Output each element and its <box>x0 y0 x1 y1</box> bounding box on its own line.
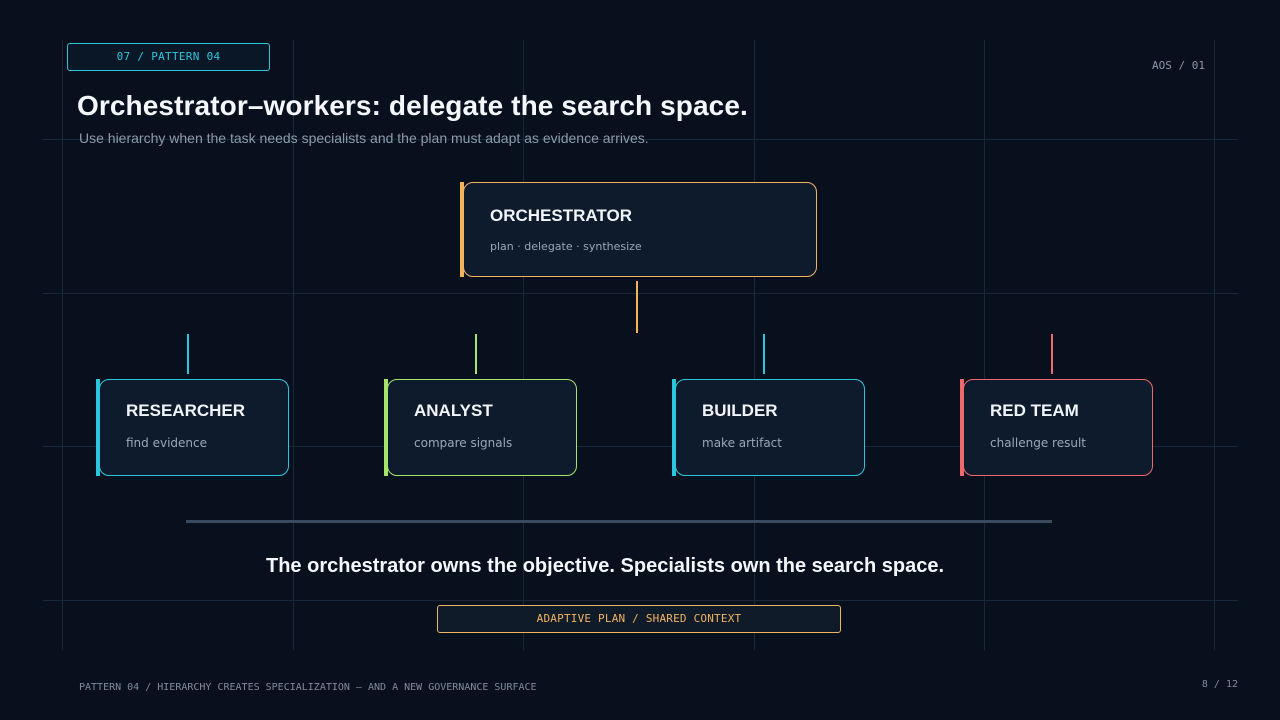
grid-line <box>43 446 1238 447</box>
grid-line <box>43 139 1238 140</box>
node-title: ORCHESTRATOR <box>490 206 632 225</box>
orchestrator-connector <box>636 281 638 333</box>
pattern-tag: 07 / PATTERN 04 <box>67 43 270 71</box>
node-subtitle: plan · delegate · synthesize <box>490 240 642 253</box>
adaptive-plan-badge: ADAPTIVE PLAN / SHARED CONTEXT <box>437 605 841 633</box>
page-number: 8 / 12 <box>1201 679 1238 690</box>
accent-bar <box>960 379 964 476</box>
node-subtitle: find evidence <box>126 436 207 450</box>
researcher-node: RESEARCHER find evidence <box>96 379 289 476</box>
accent-bar <box>672 379 676 476</box>
node-subtitle: compare signals <box>414 436 513 450</box>
tagline: The orchestrator owns the objective. Spe… <box>266 555 944 577</box>
builder-node: BUILDER make artifact <box>672 379 865 476</box>
node-title: RED TEAM <box>990 401 1079 420</box>
corner-label: AOS / 01 <box>1152 59 1205 72</box>
grid-line <box>754 40 755 650</box>
analyst-connector <box>475 334 477 374</box>
grid-line <box>293 40 294 650</box>
orchestrator-node: ORCHESTRATOR plan · delegate · synthesiz… <box>460 182 817 277</box>
footer-text: PATTERN 04 / HIERARCHY CREATES SPECIALIZ… <box>79 682 537 693</box>
grid-line <box>1214 40 1215 650</box>
node-subtitle: make artifact <box>702 436 782 450</box>
page-title: Orchestrator–workers: delegate the searc… <box>77 90 748 121</box>
page-subtitle: Use hierarchy when the task needs specia… <box>79 130 649 146</box>
node-subtitle: challenge result <box>990 436 1086 450</box>
node-title: RESEARCHER <box>126 401 246 420</box>
researcher-connector <box>187 334 189 374</box>
grid-line <box>43 600 1238 601</box>
red-team-connector <box>1051 334 1053 374</box>
grid-line <box>62 40 63 650</box>
node-title: ANALYST <box>414 401 493 420</box>
grid-line <box>523 40 524 650</box>
grid-line <box>43 293 1238 294</box>
accent-bar <box>384 379 388 476</box>
analyst-node: ANALYST compare signals <box>384 379 577 476</box>
node-title: BUILDER <box>702 401 778 420</box>
red-team-node: RED TEAM challenge result <box>960 379 1153 476</box>
builder-connector <box>763 334 765 374</box>
accent-bar <box>460 182 464 277</box>
divider <box>186 520 1052 523</box>
grid-line <box>984 40 985 650</box>
accent-bar <box>96 379 100 476</box>
